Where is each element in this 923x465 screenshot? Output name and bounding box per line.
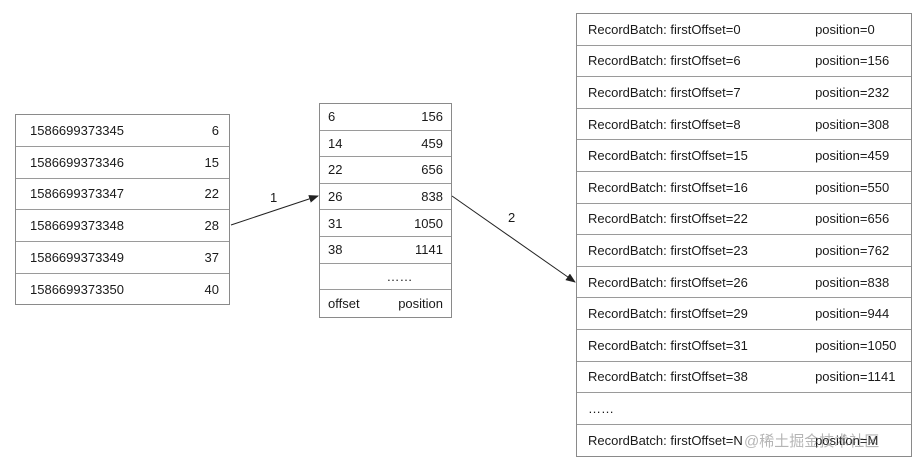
record-batch-cell: RecordBatch: firstOffset=22 [588,211,748,227]
offset-cell: 15 [204,154,219,170]
position-cell: position=944 [815,306,890,322]
position-cell: position=232 [815,84,890,100]
record-batch-cell: RecordBatch: firstOffset=0 [588,21,741,37]
watermark: @稀土掘金技术社区 [744,433,880,450]
log-segment-table: RecordBatch: firstOffset=0 position=0 Re… [576,13,912,457]
record-batch-cell: RecordBatch: firstOffset=8 [588,116,741,132]
record-batch-cell: RecordBatch: firstOffset=15 [588,148,748,164]
record-batch-cell: RecordBatch: firstOffset=38 [588,369,748,385]
time-index-row: 1586699373348 28 [16,210,229,243]
record-batch-row-last: RecordBatch: firstOffset=N position=M [577,425,911,457]
offset-cell: 6 [211,122,219,138]
position-cell: position=838 [815,274,890,290]
position-cell: position=459 [815,148,890,164]
offset-cell: 22 [204,186,219,202]
position-cell: position=1050 [815,337,897,353]
position-cell: position=0 [815,21,875,37]
timestamp-cell: 1586699373346 [30,154,124,170]
timestamp-cell: 1586699373345 [30,122,124,138]
timestamp-cell: 1586699373347 [30,186,124,202]
log-segment-ellipsis-row: …… [577,393,911,425]
offset-index-row: 22 656 [320,157,451,184]
time-index-row: 1586699373349 37 [16,242,229,274]
record-batch-row: RecordBatch: firstOffset=22 position=656 [577,204,911,236]
offset-index-table: 6 156 14 459 22 656 26 838 31 1050 38 11… [319,103,452,318]
position-cell: 459 [421,135,443,151]
offset-cell: 31 [328,215,343,231]
record-batch-row: RecordBatch: firstOffset=29 position=944 [577,298,911,330]
position-cell: 1050 [414,215,443,231]
position-cell: 838 [421,189,443,205]
time-index-row: 1586699373350 40 [16,274,229,306]
arrow-2-label: 2 [508,210,516,225]
record-batch-row: RecordBatch: firstOffset=0 position=0 [577,14,911,46]
position-cell: position=308 [815,116,890,132]
record-batch-row: RecordBatch: firstOffset=26 position=838 [577,267,911,299]
record-batch-cell: RecordBatch: firstOffset=23 [588,242,748,258]
offset-index-row: 6 156 [320,104,451,131]
position-cell: position=550 [815,179,890,195]
offset-cell: 6 [328,109,336,125]
offset-cell: 28 [204,218,219,234]
offset-index-row: 26 838 [320,184,451,211]
arrow-1-label: 1 [270,190,278,205]
position-cell: 1141 [415,242,443,258]
position-cell: position=1141 [815,369,896,385]
arrow-2 [451,195,576,283]
ellipsis: …… [386,268,413,284]
time-index-row: 1586699373345 6 [16,115,229,147]
offset-cell: 14 [328,135,343,151]
offset-index-ellipsis-row: …… [320,264,451,291]
record-batch-row: RecordBatch: firstOffset=38 position=114… [577,362,911,394]
offset-cell: 22 [328,162,343,178]
record-batch-row: RecordBatch: firstOffset=8 position=308 [577,109,911,141]
position-cell: 156 [421,109,443,125]
position-cell: 656 [421,162,443,178]
record-batch-row: RecordBatch: firstOffset=7 position=232 [577,77,911,109]
position-cell: position=156 [815,53,890,69]
record-batch-row: RecordBatch: firstOffset=6 position=156 [577,46,911,78]
offset-index-row: 38 1141 [320,237,451,264]
offset-cell: 38 [328,242,343,258]
offset-column-label: offset [328,295,360,311]
record-batch-cell: RecordBatch: firstOffset=16 [588,179,748,195]
record-batch-cell: RecordBatch: firstOffset=6 [588,53,741,69]
offset-index-row: 14 459 [320,131,451,158]
timestamp-cell: 1586699373350 [30,282,124,298]
position-cell: position=762 [815,242,890,258]
offset-index-row: 31 1050 [320,210,451,237]
offset-cell: 37 [204,250,219,266]
record-batch-cell: RecordBatch: firstOffset=31 [588,337,748,353]
timestamp-cell: 1586699373348 [30,218,124,234]
record-batch-cell: RecordBatch: firstOffset=29 [588,306,748,322]
record-batch-cell: RecordBatch: firstOffset=N [588,433,743,449]
timestamp-cell: 1586699373349 [30,250,124,266]
position-cell: position=M [815,433,879,449]
offset-cell: 26 [328,189,343,205]
time-index-table: 1586699373345 6 1586699373346 15 1586699… [15,114,230,305]
ellipsis: …… [588,400,614,416]
record-batch-cell: RecordBatch: firstOffset=7 [588,84,741,100]
record-batch-cell: RecordBatch: firstOffset=26 [588,274,748,290]
record-batch-row: RecordBatch: firstOffset=15 position=459 [577,140,911,172]
record-batch-row: RecordBatch: firstOffset=23 position=762 [577,235,911,267]
time-index-row: 1586699373346 15 [16,147,229,179]
record-batch-row: RecordBatch: firstOffset=31 position=105… [577,330,911,362]
time-index-row: 1586699373347 22 [16,179,229,211]
position-column-label: position [398,295,443,311]
offset-cell: 40 [204,282,219,298]
record-batch-row: RecordBatch: firstOffset=16 position=550 [577,172,911,204]
position-cell: position=656 [815,211,890,227]
offset-index-footer-row: offset position [320,290,451,317]
